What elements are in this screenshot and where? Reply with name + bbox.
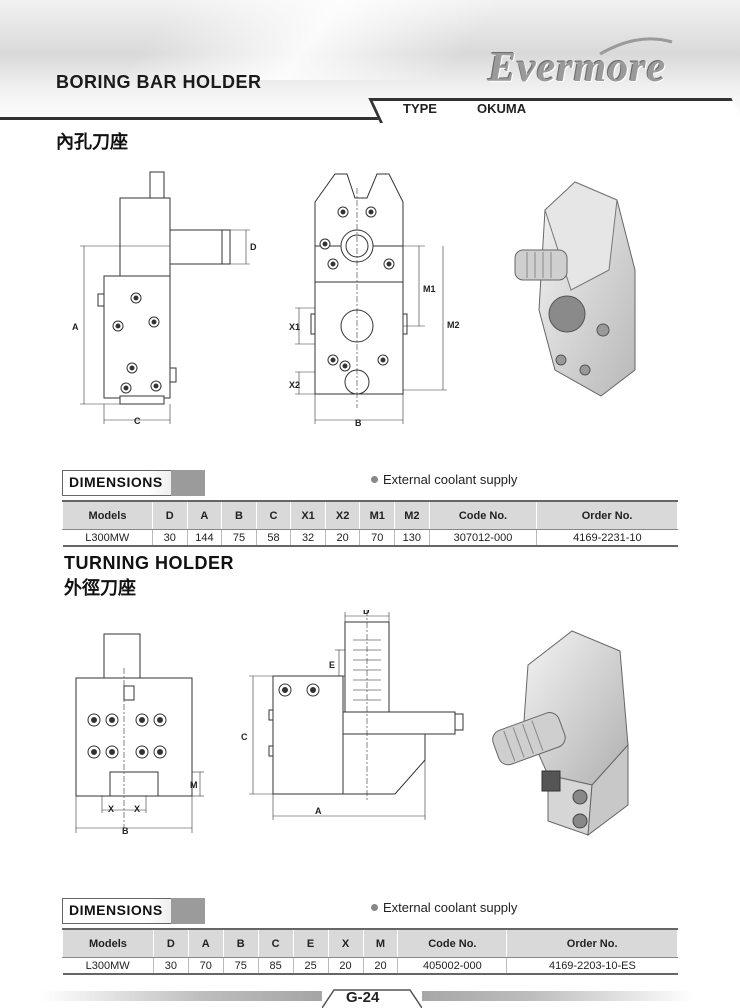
dim-x1-label: X1: [289, 322, 300, 332]
boring-dimensions-label: DIMENSIONS: [62, 470, 205, 496]
title-underline: [0, 117, 395, 120]
boring-chinese-title: 內孔刀座: [56, 132, 128, 152]
dim-c-label: C: [134, 416, 141, 426]
dim-x2-label: X2: [289, 380, 300, 390]
table-header: B: [222, 928, 259, 958]
table-cell: L300MW: [62, 529, 154, 547]
type-label: TYPE: [403, 101, 437, 116]
turning-chinese-title: 外徑刀座: [64, 578, 136, 598]
dim-x-label-1: X: [108, 804, 114, 814]
table-cell: 70: [188, 957, 224, 975]
dim-m1-label: M1: [423, 284, 436, 294]
table-cell: 405002-000: [397, 957, 508, 975]
boring-side-view: A C D: [72, 171, 257, 426]
table-header: M: [362, 928, 399, 958]
turning-dimensions-table: Models D A B C E X M Code No. Order No. …: [62, 928, 678, 975]
table-cell: 307012-000: [429, 529, 538, 547]
table-header: Order No.: [506, 928, 678, 958]
table-cell: 30: [152, 529, 188, 547]
dim-m2-label: M2: [447, 320, 460, 330]
table-header: D: [152, 928, 189, 958]
dim-d-label: D: [363, 610, 370, 616]
page-title: BORING BAR HOLDER: [56, 72, 262, 92]
table-header: C: [255, 500, 292, 530]
table-row: L300MW 30 144 75 58 32 20 70 130 307012-…: [62, 529, 678, 547]
table-cell: 58: [256, 529, 292, 547]
table-header: X2: [324, 500, 361, 530]
table-cell: 70: [359, 529, 395, 547]
table-cell: 20: [363, 957, 399, 975]
footer-tab: [322, 986, 422, 1008]
table-cell: 75: [221, 529, 257, 547]
table-header: A: [186, 500, 223, 530]
turning-dimensions-label: DIMENSIONS: [62, 898, 205, 924]
table-cell: 144: [187, 529, 223, 547]
dim-b-label: B: [355, 418, 362, 428]
table-header: B: [221, 500, 257, 530]
table-header: X: [327, 928, 364, 958]
boring-holder-render: [514, 181, 636, 397]
turning-title: TURNING HOLDER: [64, 553, 234, 573]
table-header: Code No.: [397, 928, 508, 958]
dim-b-label: B: [122, 826, 129, 836]
table-header: Models: [62, 928, 154, 958]
bullet-icon: [371, 476, 378, 483]
turning-coolant-note: External coolant supply: [371, 900, 517, 915]
table-cell: 4169-2231-10: [536, 529, 678, 547]
turning-holder-render: [492, 630, 629, 837]
table-cell: 75: [223, 957, 259, 975]
table-cell: 20: [328, 957, 364, 975]
table-cell: 32: [290, 529, 326, 547]
dim-e-label: E: [329, 660, 335, 670]
table-row: L300MW 30 70 75 85 25 20 20 405002-000 4…: [62, 957, 678, 975]
table-header: A: [187, 928, 224, 958]
table-cell: 130: [394, 529, 430, 547]
dim-c-label: C: [241, 732, 248, 742]
brand-logo: Evermore: [488, 45, 667, 91]
table-header: Code No.: [428, 500, 538, 530]
turning-front-view: X X B M: [75, 633, 204, 836]
table-cell: 30: [153, 957, 189, 975]
table-header: C: [257, 928, 294, 958]
dim-x-label-2: X: [134, 804, 140, 814]
table-header: X1: [290, 500, 326, 530]
table-header: M2: [394, 500, 430, 530]
table-header: E: [292, 928, 329, 958]
dim-a-label: A: [315, 806, 322, 816]
turning-side-view: D E C A: [241, 610, 464, 820]
dim-d-label: D: [250, 242, 257, 252]
dim-m-label: M: [190, 780, 198, 790]
table-header: D: [152, 500, 188, 530]
boring-front-view: X1 X2 B M1 M2: [289, 173, 460, 428]
bullet-icon: [371, 904, 378, 911]
page-number: G-24: [346, 989, 380, 1006]
logo-swoosh-icon: [599, 37, 673, 56]
table-cell: 85: [258, 957, 294, 975]
table-cell: 20: [325, 529, 361, 547]
table-header: Models: [61, 500, 154, 530]
dim-a-label: A: [72, 322, 79, 332]
table-cell: L300MW: [62, 957, 154, 975]
table-cell: 25: [293, 957, 329, 975]
table-header: Order No.: [536, 500, 678, 530]
boring-coolant-note: External coolant supply: [371, 472, 517, 487]
boring-dimensions-table: Models D A B C X1 X2 M1 M2 Code No. Orde…: [61, 500, 678, 547]
type-value: OKUMA: [477, 101, 527, 116]
table-header: M1: [359, 500, 395, 530]
table-cell: 4169-2203-10-ES: [506, 957, 678, 975]
